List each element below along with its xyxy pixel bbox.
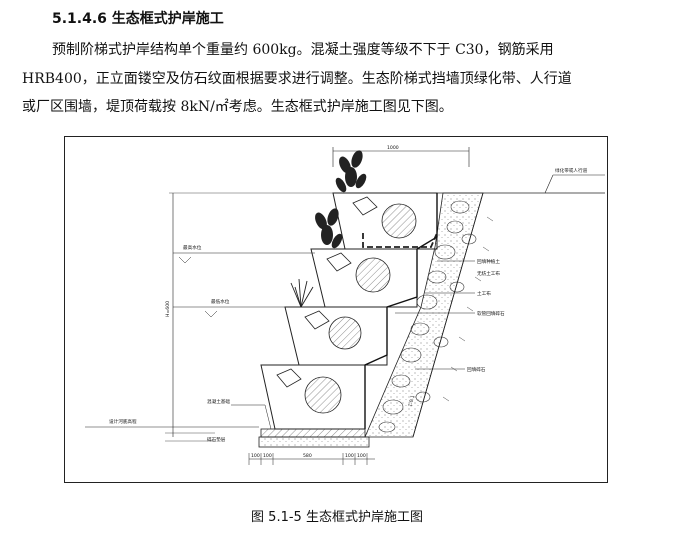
plant-grass — [290, 278, 314, 308]
dim-100d: 100 — [357, 453, 366, 459]
frame-unit-4 — [332, 192, 438, 250]
bottom-dimensions: 100 100 580 100 100 — [248, 453, 375, 465]
dim-580: 580 — [303, 453, 312, 459]
height-dimension: H=600 — [165, 192, 335, 437]
top-dimension: 1000 — [332, 145, 470, 167]
figure-caption: 图 5.1-5 生态框式护岸施工图 — [251, 510, 423, 525]
height-dim-label: H=600 — [165, 301, 171, 317]
body-paragraph: 预制阶梯式护岸结构单个重量约 600kg。混凝土强度等级不下于 C30，钢筋采用… — [22, 36, 642, 122]
right-labels: 回填种植土 无纺土工布 土工布 软管回填碎石 回填碎石 1:0.1 — [395, 258, 505, 408]
frame-unit-2 — [284, 306, 388, 366]
plant-middle — [315, 208, 343, 249]
dim-100b: 100 — [263, 453, 272, 459]
riverbed-line: 设计河底高程 碎石垫层 — [85, 418, 259, 443]
frame-unit-3 — [310, 248, 418, 308]
top-dim-label: 1000 — [387, 145, 399, 151]
dim-100c: 100 — [345, 453, 354, 459]
section-heading: 5.1.4.6 生态框式护岸施工 — [52, 11, 224, 27]
frame-unit-1 — [260, 364, 366, 430]
paragraph-line-3: 或厂区围墙，堤顶荷载按 8kN/㎡考虑。生态框式护岸施工图见下图。 — [22, 99, 453, 115]
slope-label: 1:0.1 — [407, 395, 416, 408]
riverbed-label: 设计河底高程 — [109, 418, 137, 425]
concrete-base-label: 混凝土基础 — [207, 398, 230, 405]
dim-100a: 100 — [251, 453, 260, 459]
road-label: 绿化带或人行道 — [555, 167, 588, 174]
fill-soil-label: 回填种植土 — [477, 258, 500, 265]
soil-fabric-label: 土工布 — [477, 290, 491, 297]
stone-backfill — [364, 192, 484, 438]
drawing-canvas: 1000 绿化带或人行道 — [85, 145, 605, 465]
max-water-label: 最高水位 — [183, 244, 202, 251]
foundation: 混凝土基础 — [207, 398, 370, 448]
min-water-label: 最低水位 — [211, 298, 230, 305]
construction-drawing: 1000 绿化带或人行道 — [64, 136, 608, 483]
plant-top — [335, 150, 367, 193]
min-water-level: 最低水位 — [173, 298, 287, 318]
back-line — [364, 193, 438, 429]
paragraph-line-1: 预制阶梯式护岸结构单个重量约 600kg。混凝土强度等级不下于 C30，钢筋采用 — [52, 42, 554, 58]
max-water-level: 最高水位 — [173, 244, 315, 264]
drain-pipe-label: 软管回填碎石 — [477, 310, 505, 317]
backfill-stone-label: 回填碎石 — [467, 366, 486, 373]
geotextile-label: 无纺土工布 — [477, 270, 500, 277]
gravel-layer-label: 碎石垫层 — [207, 436, 226, 443]
paragraph-line-2: HRB400，正立面镂空及仿石纹面根据要求进行调整。生态阶梯式挡墙顶绿化带、人行… — [22, 70, 572, 87]
